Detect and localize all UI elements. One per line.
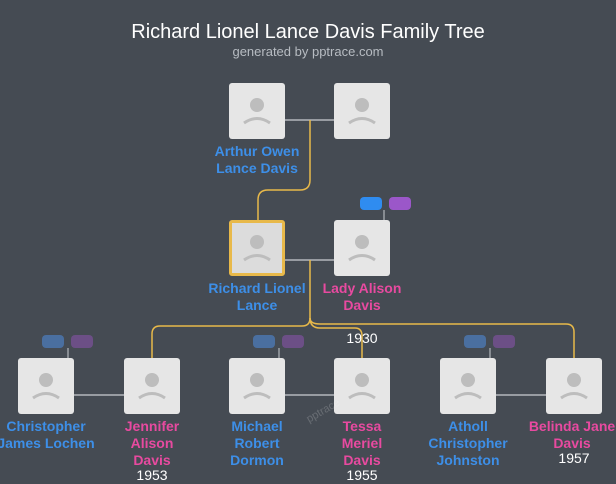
person-silhouette-icon	[243, 98, 271, 125]
page-title: Richard Lionel Lance Davis Family Tree	[131, 21, 485, 43]
marriage-badge-purple[interactable]	[389, 197, 411, 210]
page-subtitle: generated by pptrace.com	[232, 44, 384, 59]
person-name-jennifer[interactable]: Jennifer Alison Davis	[124, 418, 180, 468]
marriage-badge-purple[interactable]	[282, 335, 304, 348]
person-silhouette-icon	[348, 235, 376, 262]
marriage-badge-blue[interactable]	[464, 335, 486, 348]
person-silhouette-icon	[243, 373, 271, 400]
person-year-tessa: 1955	[346, 467, 378, 483]
person-name-richard[interactable]: Richard Lionel Lance	[208, 280, 306, 313]
marriage-badge-blue[interactable]	[360, 197, 382, 210]
marriage-badge-blue[interactable]	[42, 335, 64, 348]
person-silhouette-icon	[454, 373, 482, 400]
person-card-arthur[interactable]	[229, 83, 285, 139]
person-year-alison: 1930	[346, 330, 378, 346]
descent-line-tessa	[309, 317, 363, 358]
descent-line-top	[257, 120, 311, 220]
person-name-michael[interactable]: Michael Robert Dormon	[230, 418, 284, 468]
person-year-belinda: 1957	[558, 450, 590, 466]
marriage-badge-blue[interactable]	[253, 335, 275, 348]
person-name-arthur[interactable]: Arthur Owen Lance Davis	[214, 143, 300, 176]
person-card-christopher-lochen[interactable]	[18, 358, 74, 414]
person-name-christopher-lochen[interactable]: Christopher James Lochen	[0, 418, 95, 451]
person-name-belinda[interactable]: Belinda Jane Davis	[528, 418, 616, 451]
person-silhouette-icon	[560, 373, 588, 400]
person-name-atholl[interactable]: Atholl Christopher Johnston	[428, 418, 508, 468]
person-silhouette-icon	[138, 373, 166, 400]
descent-line-belinda	[309, 317, 575, 358]
person-name-tessa[interactable]: Tessa Meriel Davis	[341, 418, 383, 468]
person-card-richard[interactable]	[229, 220, 285, 276]
person-card-tessa[interactable]	[334, 358, 390, 414]
person-name-alison[interactable]: Lady Alison Davis	[322, 280, 402, 313]
person-year-jennifer: 1953	[136, 467, 168, 483]
person-silhouette-icon	[243, 235, 271, 262]
person-silhouette-icon	[348, 98, 376, 125]
person-card-belinda[interactable]	[546, 358, 602, 414]
person-card-spouse[interactable]	[334, 83, 390, 139]
person-silhouette-icon	[32, 373, 60, 400]
marriage-badge-purple[interactable]	[71, 335, 93, 348]
person-card-atholl[interactable]	[440, 358, 496, 414]
person-card-jennifer[interactable]	[124, 358, 180, 414]
person-card-michael[interactable]	[229, 358, 285, 414]
marriage-badge-purple[interactable]	[493, 335, 515, 348]
person-card-alison[interactable]	[334, 220, 390, 276]
person-silhouette-icon	[348, 373, 376, 400]
